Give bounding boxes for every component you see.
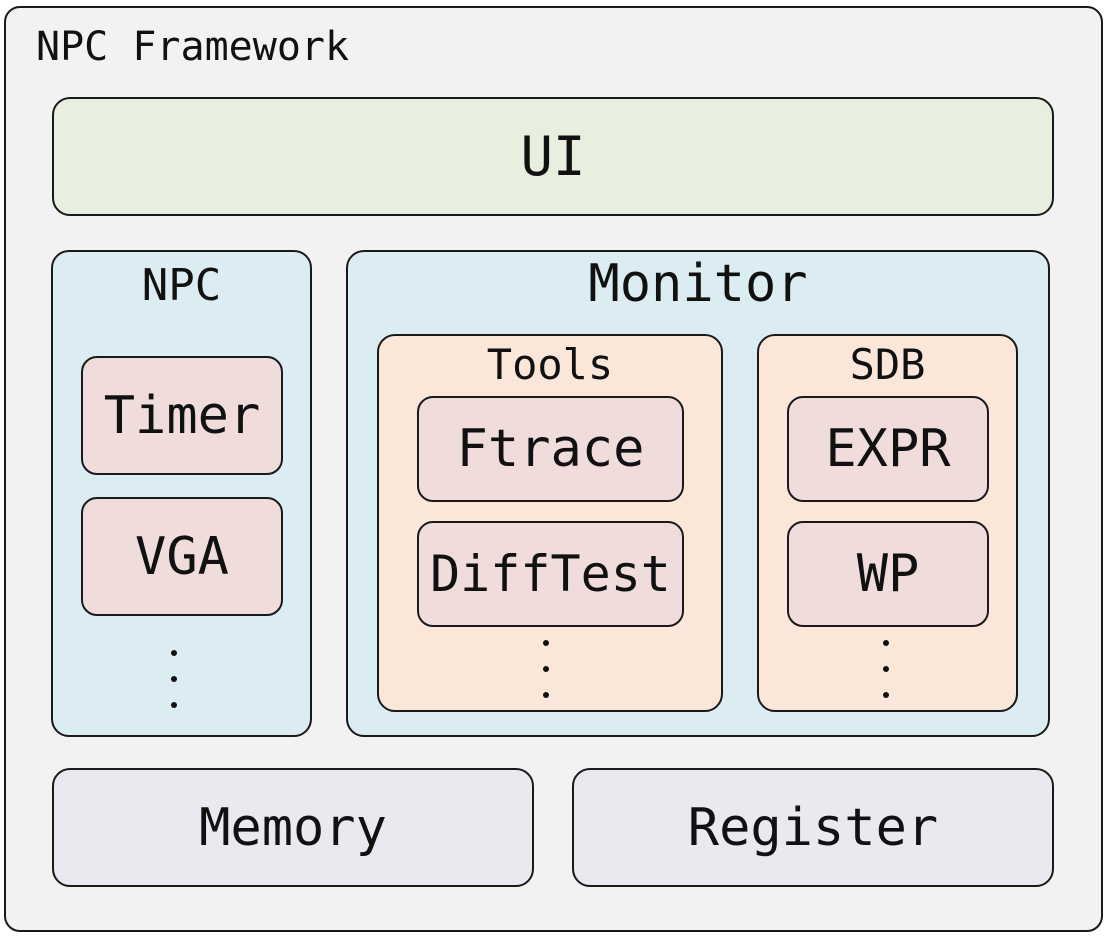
expr-label: EXPR [825, 419, 951, 479]
sdb-more-ellipsis [883, 640, 889, 718]
difftest-label: DiffTest [430, 545, 671, 603]
vga-label: VGA [135, 526, 229, 587]
tools-title: Tools [486, 340, 614, 389]
wp-label: WP [856, 544, 920, 604]
difftest-block: DiffTest [417, 521, 684, 627]
tools-more-ellipsis [543, 640, 549, 718]
sdb-title: SDB [849, 340, 926, 389]
ftrace-block: Ftrace [417, 396, 684, 502]
register-block: Register [572, 768, 1054, 887]
wp-block: WP [787, 521, 989, 627]
ui-block: UI [52, 97, 1054, 216]
monitor-title: Monitor [588, 254, 808, 314]
npc-more-ellipsis [171, 650, 177, 728]
timer-label: Timer [103, 385, 261, 446]
register-label: Register [687, 797, 939, 858]
memory-label: Memory [199, 797, 387, 858]
framework-title: NPC Framework [36, 24, 350, 70]
ui-label: UI [520, 125, 586, 188]
npc-title: NPC [141, 260, 222, 311]
timer-block: Timer [81, 356, 283, 475]
memory-block: Memory [52, 768, 534, 887]
ftrace-label: Ftrace [456, 419, 645, 479]
vga-block: VGA [81, 497, 283, 616]
expr-block: EXPR [787, 396, 989, 502]
npc-panel: NPC [51, 250, 312, 737]
